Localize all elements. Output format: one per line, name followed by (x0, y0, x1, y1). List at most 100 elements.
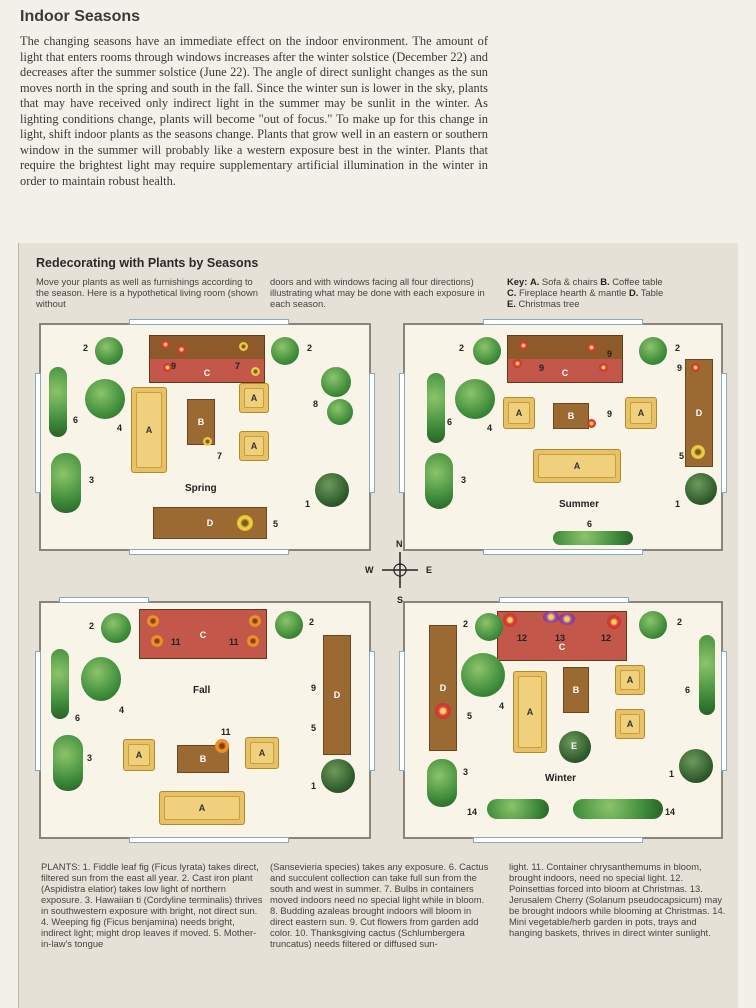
plants-list-col-3: light. 11. Container chrysanthemums in b… (509, 861, 726, 938)
flower-icon (559, 613, 575, 625)
compass-west: W (365, 565, 374, 575)
plant-number: 2 (677, 617, 683, 627)
flower-icon (607, 615, 621, 629)
plant-number: 5 (467, 711, 473, 721)
chair: A (503, 397, 535, 429)
plant-number: 9 (677, 363, 683, 373)
flower-icon (247, 635, 259, 647)
key-label: Key: (507, 276, 528, 287)
plant-icon (315, 473, 349, 507)
window-north (499, 597, 629, 603)
season-label: Summer (559, 499, 600, 510)
plant-number: 5 (273, 519, 279, 529)
sofa: A (159, 791, 245, 825)
plant-number: 11 (171, 637, 181, 647)
sofa: A (513, 671, 547, 753)
plant-number: 4 (117, 423, 123, 433)
plant-number: 1 (669, 769, 675, 779)
panel-title: Redecorating with Plants by Seasons (36, 256, 259, 270)
window-south (473, 837, 643, 843)
panel-description-2: doors and with windows facing all four d… (270, 276, 485, 309)
key-a-text: Sofa & chairs (539, 276, 601, 287)
plant-number: 5 (311, 723, 317, 733)
plant-number: 6 (447, 417, 453, 427)
plant-icon (553, 531, 633, 545)
season-label: Fall (193, 685, 211, 696)
plant-number: 6 (75, 713, 81, 723)
flower-icon (435, 703, 451, 719)
window-west (399, 373, 405, 493)
christmas-tree-icon (559, 731, 591, 763)
window-south (129, 837, 289, 843)
room-winter: C 12 13 12 2 2 D 5 4 3 A B E A A 6 1 Win… (399, 597, 727, 843)
flower-icon (151, 635, 163, 647)
plant-icon (275, 611, 303, 639)
chair: A (239, 383, 269, 413)
chair: A (615, 709, 645, 739)
flower-icon (161, 340, 170, 349)
room-fall: C 11 11 2 2 D 9 5 1 6 4 3 Fall 11 A B A … (35, 597, 375, 843)
key-e-text: Christmas tree (515, 298, 580, 309)
plant-number: 13 (555, 633, 566, 643)
window-north (129, 319, 289, 325)
chair: A (245, 737, 279, 769)
plant-icon (321, 759, 355, 793)
window-south (129, 549, 289, 555)
key-c: C. (507, 287, 517, 298)
plant-icon (487, 799, 549, 819)
plant-number: 6 (587, 519, 593, 529)
plant-number: 5 (679, 451, 685, 461)
coffee-table: B (563, 667, 589, 713)
window-east (721, 373, 727, 493)
flower-icon (251, 367, 260, 376)
key-d: D. (628, 287, 639, 298)
plant-icon (427, 373, 445, 443)
plant-number: 4 (499, 701, 505, 711)
window-west (399, 651, 405, 771)
compass-east: E (426, 565, 433, 575)
plant-number: 2 (309, 617, 315, 627)
sofa: A (533, 449, 621, 483)
season-label: Winter (545, 773, 577, 784)
key-d-text: Table (638, 287, 664, 298)
plant-number: 14 (467, 807, 478, 817)
window-south (483, 549, 643, 555)
sofa: A (131, 387, 167, 473)
chair: A (239, 431, 269, 461)
plant-icon (461, 653, 505, 697)
plant-number: 7 (235, 361, 241, 371)
flower-icon (587, 343, 596, 352)
illustration-panel: Redecorating with Plants by Seasons Move… (18, 243, 738, 1008)
side-table: D (323, 635, 351, 755)
plant-icon (699, 635, 715, 715)
plant-icon (321, 367, 351, 397)
plant-number: 11 (221, 727, 231, 737)
key-a: A. (529, 276, 540, 287)
window-west (35, 373, 41, 493)
fireplace-hearth: C (139, 609, 267, 659)
plant-number: 2 (89, 621, 95, 631)
flower-icon (237, 515, 253, 531)
plant-number: 9 (607, 409, 613, 419)
panel-description-1: Move your plants as well as furnishings … (36, 276, 258, 309)
chair: A (615, 665, 645, 695)
plant-icon (685, 473, 717, 505)
plant-icon (425, 453, 453, 509)
plant-number: 2 (83, 343, 89, 353)
flower-icon (519, 341, 528, 350)
intro-paragraph: The changing seasons have an immediate e… (20, 34, 488, 188)
flower-icon (599, 363, 608, 372)
plant-number: 1 (675, 499, 681, 509)
coffee-table: B (553, 403, 589, 429)
flower-icon (249, 615, 261, 627)
plant-number: 4 (487, 423, 493, 433)
plant-number: 6 (685, 685, 691, 695)
plant-icon (95, 337, 123, 365)
plant-icon (51, 649, 69, 719)
plant-number: 3 (87, 753, 93, 763)
plant-number: 2 (307, 343, 313, 353)
plant-icon (639, 337, 667, 365)
plant-icon (85, 379, 125, 419)
plant-number: 1 (311, 781, 317, 791)
plant-number: 14 (665, 807, 676, 817)
